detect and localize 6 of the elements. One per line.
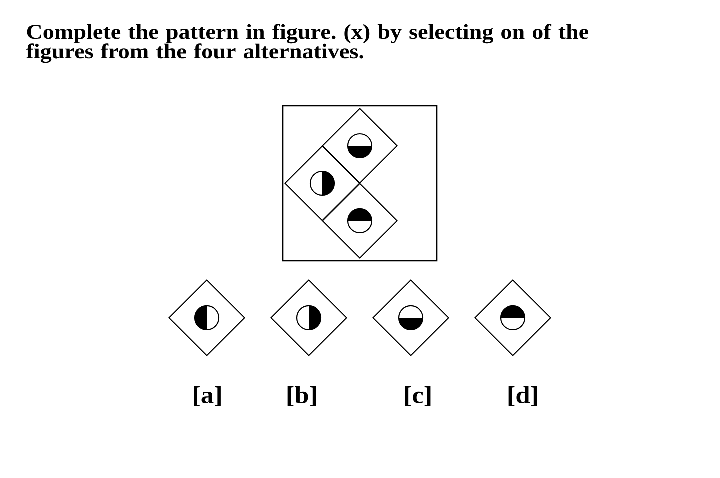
option-label: [c]	[405, 386, 431, 406]
option-label: [b]	[288, 386, 316, 406]
option-label: [a]	[194, 386, 221, 406]
option-label: [d]	[508, 386, 538, 406]
square-frame	[282, 105, 438, 262]
question-text: Complete the pattern in figure. (x) by selecting on of the figures from the four alternatives.	[26, 24, 589, 64]
